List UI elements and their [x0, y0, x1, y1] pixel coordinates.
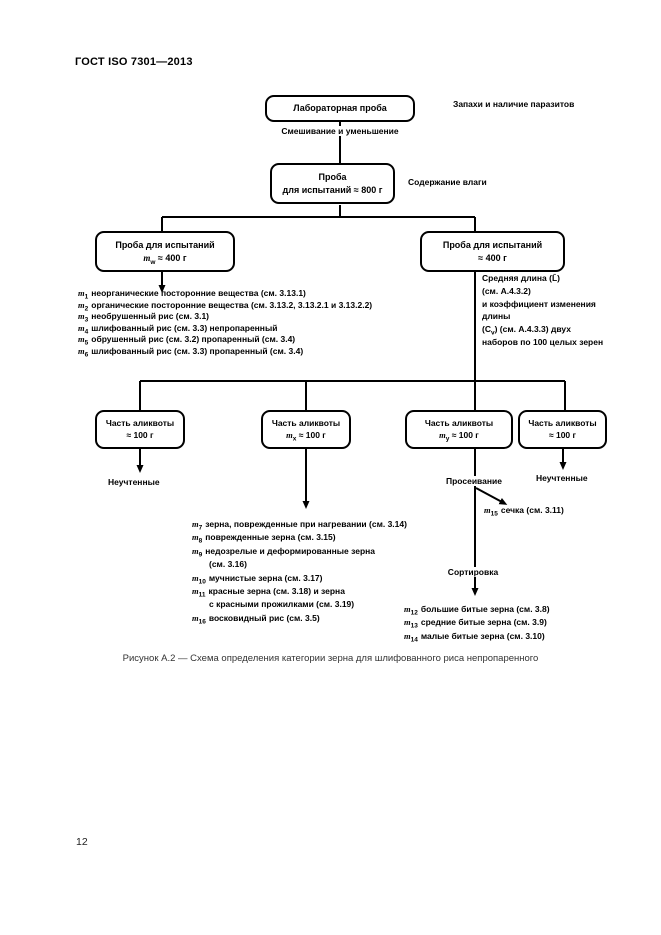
- node-laboratory-sample: Лабораторная проба: [265, 95, 415, 122]
- label-mixing-reduction: Смешивание и уменьшение: [278, 126, 402, 136]
- node-aliquot-3: Часть аликвоты my ≈ 100 г: [405, 410, 513, 449]
- label-sorting: Сортировка: [444, 567, 502, 577]
- label-unaccounted-left: Неучтенные: [108, 477, 160, 487]
- node-test-sample-400g-left: Проба для испытаний mw ≈ 400 г: [95, 231, 235, 272]
- node-aliquot-2: Часть аликвоты mx ≈ 100 г: [261, 410, 351, 449]
- document-header: ГОСТ ISO 7301—2013: [75, 56, 193, 68]
- label-moisture-content: Содержание влаги: [408, 177, 487, 187]
- node-aliquot-4: Часть аликвоты ≈ 100 г: [518, 410, 607, 449]
- note-average-length: Средняя длина (L̄) (см. А.4.3.2) и коэфф…: [482, 273, 604, 347]
- page-number: 12: [76, 836, 88, 848]
- node-test-sample-800g: Проба для испытаний ≈ 800 г: [270, 163, 395, 204]
- label-sieving: Просеивание: [443, 476, 505, 486]
- node-test-sample-400g-right: Проба для испытаний ≈ 400 г: [420, 231, 565, 272]
- node-aliquot-1: Часть аликвоты ≈ 100 г: [95, 410, 185, 449]
- list-item-continuation: с красными прожилками (см. 3.19): [209, 599, 355, 610]
- label-odors-parasites: Запахи и наличие паразитов: [453, 99, 575, 109]
- label-unaccounted-right: Неучтенные: [536, 473, 588, 483]
- list-item-continuation: (см. 3.16): [209, 559, 247, 570]
- figure-caption: Рисунок А.2 — Схема определения категори…: [122, 653, 539, 664]
